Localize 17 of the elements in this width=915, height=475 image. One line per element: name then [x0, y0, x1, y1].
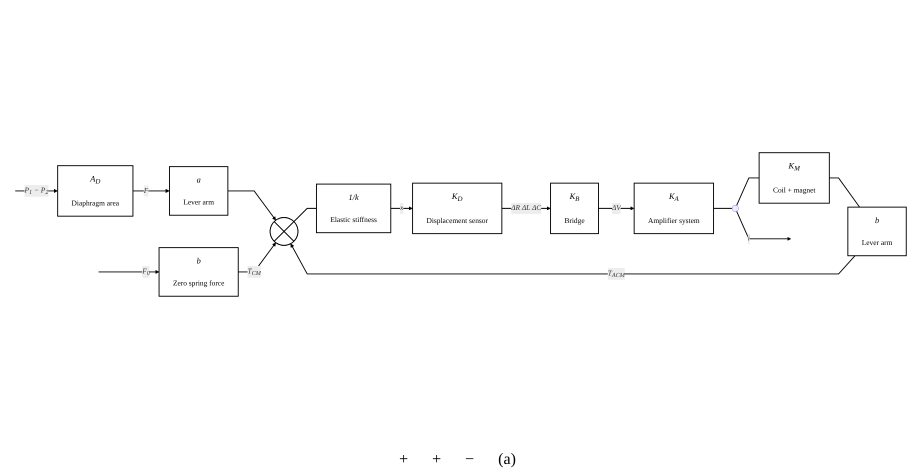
arrow [132, 188, 170, 193]
connector-line [713, 208, 733, 209]
arrow [736, 210, 792, 241]
connector-line [736, 178, 760, 206]
sign-label: + [399, 451, 408, 469]
summing-junction [270, 217, 298, 246]
arrow [290, 243, 856, 274]
connector-line [293, 208, 317, 222]
connector-line [828, 178, 860, 208]
arrow [227, 190, 276, 220]
sign-label: − [465, 451, 474, 469]
branch-point [732, 204, 739, 212]
arrow [238, 242, 276, 272]
sign-label: + [432, 451, 442, 469]
arrow [98, 270, 160, 274]
arrow [390, 206, 413, 210]
caption: (a) [498, 451, 516, 469]
